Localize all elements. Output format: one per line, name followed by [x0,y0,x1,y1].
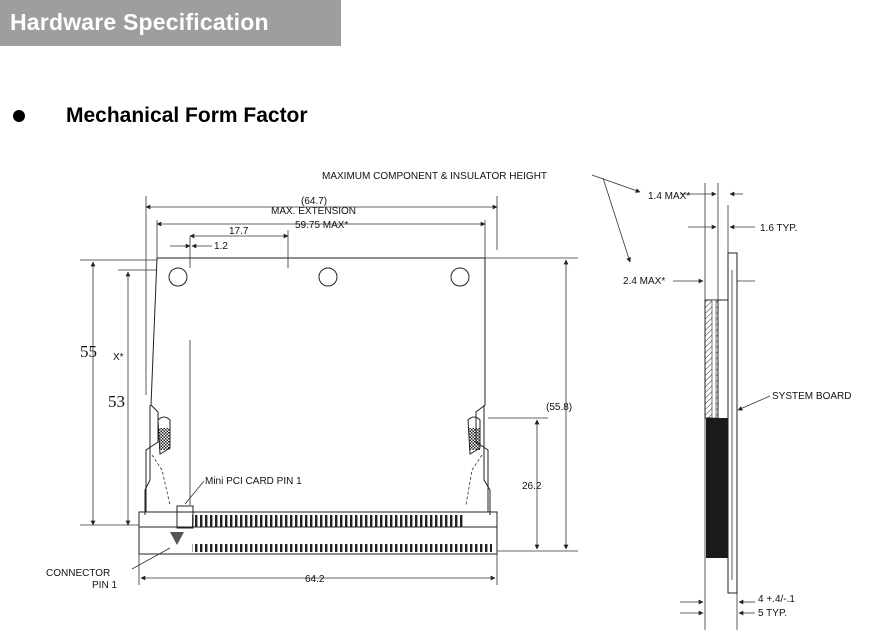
mounting-hole [451,268,469,286]
mounting-hole [169,268,187,286]
dim-4: 4 +.4/-.1 [758,594,795,605]
label-connector: CONNECTOR [46,568,110,579]
front-view: (64.7) MAX. EXTENSION 59.75 MAX* 17.7 1.… [46,196,578,591]
dim-5: 5 TYP. [758,608,787,619]
connector [139,506,497,554]
dim-max-width: 59.75 MAX* [295,220,348,231]
label-max-height: MAXIMUM COMPONENT & INSULATOR HEIGHT [322,171,547,182]
dim-55-8: (55.8) [546,402,572,413]
dim-2-4: 2.4 MAX* [623,276,665,287]
dim-x: X* [113,352,124,363]
dim-1-4: 1.4 MAX* [648,191,690,202]
latch-right [466,405,490,515]
dim-1-2: 1.2 [214,241,228,252]
label-connector-pin1: PIN 1 [92,580,117,591]
dim-26-2: 26.2 [522,481,542,492]
dim-55: 55 [80,342,97,361]
dim-17-7: 17.7 [229,226,249,237]
system-board [728,253,737,593]
mounting-hole [319,268,337,286]
label-system-board: SYSTEM BOARD [772,391,851,402]
dim-53: 53 [108,392,125,411]
dim-64-2: 64.2 [305,574,325,585]
dim-max-extension: MAX. EXTENSION [271,206,356,217]
card-outline [146,258,488,512]
side-view: MAXIMUM COMPONENT & INSULATOR HEIGHT 1.4… [322,171,851,630]
label-mini-pci-pin1: Mini PCI CARD PIN 1 [205,476,302,487]
dim-1-6: 1.6 TYP. [760,223,797,234]
